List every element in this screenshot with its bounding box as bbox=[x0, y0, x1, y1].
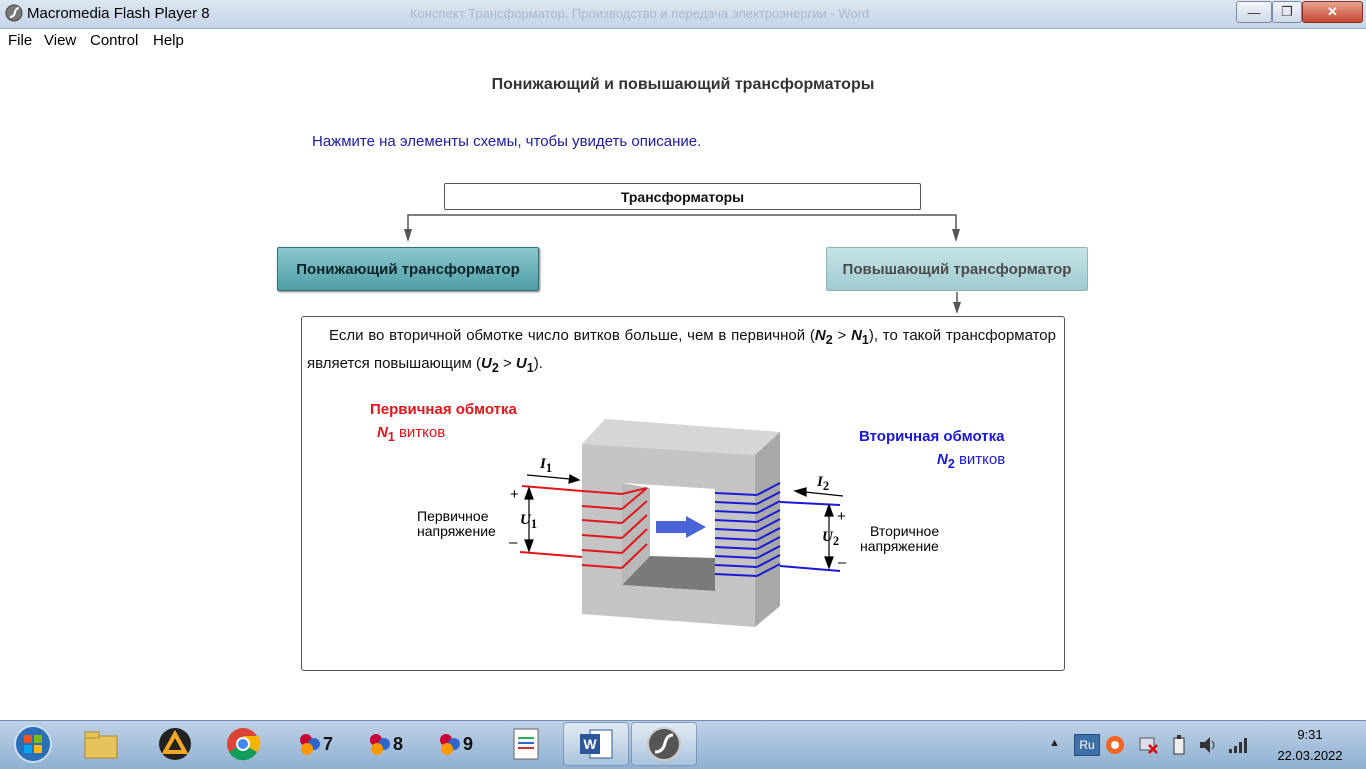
taskbar-app-8[interactable]: 8 bbox=[354, 722, 416, 766]
voltage-arrows bbox=[524, 486, 834, 570]
tree-connectors bbox=[404, 214, 961, 314]
instruction-text: Нажмите на элементы схемы, чтобы увидеть… bbox=[312, 133, 702, 150]
clock-date[interactable]: 22.03.2022 bbox=[1277, 748, 1343, 763]
language-indicator[interactable]: Ru bbox=[1074, 734, 1100, 756]
usb-device-icon[interactable] bbox=[1168, 734, 1190, 756]
title-bar bbox=[0, 0, 1366, 29]
taskbar-notepad[interactable] bbox=[495, 722, 557, 766]
taskbar-chrome[interactable] bbox=[212, 722, 274, 766]
app-8-badge: 8 bbox=[392, 733, 403, 754]
maximize-button[interactable]: ❐ bbox=[1272, 1, 1302, 23]
core-front-face bbox=[582, 444, 755, 627]
step-down-transformer-button[interactable]: Понижающий трансформатор bbox=[277, 247, 539, 291]
transformer-diagram bbox=[519, 419, 844, 627]
clock-time[interactable]: 9:31 bbox=[1297, 727, 1323, 742]
primary-minus-sign: – bbox=[509, 534, 518, 551]
aimp-icon bbox=[159, 728, 191, 760]
flux-arrow bbox=[656, 516, 706, 538]
network-error-icon[interactable] bbox=[1138, 734, 1160, 756]
taskbar-app-7[interactable]: 7 bbox=[284, 722, 346, 766]
menu-control[interactable]: Control bbox=[90, 32, 139, 49]
avast-icon[interactable] bbox=[1104, 734, 1126, 756]
chrome-icon bbox=[227, 728, 261, 761]
core-window-inner-left bbox=[622, 483, 650, 585]
core-side-face bbox=[755, 432, 780, 627]
minimize-button[interactable]: — bbox=[1236, 1, 1272, 23]
page-title: Понижающий и повышающий трансформаторы bbox=[491, 76, 875, 93]
menu-bar bbox=[0, 29, 1366, 51]
flash-player-icon bbox=[5, 4, 23, 22]
core-window-bottom bbox=[622, 556, 715, 591]
secondary-turns-label: N2 витков bbox=[937, 451, 1006, 471]
background-window-title: Конспект Трансформатор. Производство и п… bbox=[410, 6, 870, 21]
secondary-voltage-label[interactable]: Вторичное напряжение bbox=[860, 523, 940, 554]
flash-player-icon bbox=[647, 727, 681, 761]
menu-view[interactable]: View bbox=[44, 32, 77, 49]
molecule-icon bbox=[439, 734, 460, 755]
menu-file[interactable]: File bbox=[8, 32, 33, 49]
volume-icon[interactable] bbox=[1197, 734, 1219, 756]
transformers-box[interactable]: Трансформаторы bbox=[444, 183, 921, 210]
secondary-plus-sign: + bbox=[837, 508, 846, 525]
primary-winding bbox=[519, 485, 648, 569]
window-title: Macromedia Flash Player 8 bbox=[27, 5, 210, 22]
show-hidden-icons-icon[interactable]: ▲ bbox=[1049, 737, 1060, 749]
molecule-icon bbox=[369, 734, 390, 755]
primary-turns-label: N1 витков bbox=[377, 424, 446, 444]
core-top-face bbox=[582, 419, 780, 455]
folder-icon bbox=[84, 731, 118, 759]
step-up-transformer-button[interactable]: Повышающий трансформатор bbox=[826, 247, 1088, 291]
taskbar-explorer[interactable] bbox=[70, 722, 132, 766]
windows-start-orb-icon bbox=[14, 725, 52, 763]
secondary-minus-sign: – bbox=[838, 554, 847, 571]
app-9-badge: 9 bbox=[462, 733, 473, 754]
primary-voltage-label[interactable]: Первичное напряжение bbox=[417, 508, 496, 539]
app-7-badge: 7 bbox=[322, 733, 333, 754]
svg-text:W: W bbox=[583, 736, 597, 752]
current-i1-label: I1 bbox=[540, 456, 553, 475]
taskbar-app-9[interactable]: 9 bbox=[424, 722, 486, 766]
primary-plus-sign: + bbox=[510, 486, 519, 503]
signal-strength-icon[interactable] bbox=[1227, 734, 1249, 756]
voltage-u1-label: U1 bbox=[520, 512, 538, 531]
secondary-winding-title[interactable]: Вторичная обмотка bbox=[859, 428, 1005, 445]
start-button[interactable] bbox=[0, 722, 66, 766]
current-i2-label: I2 bbox=[817, 474, 830, 493]
taskbar-aimp[interactable] bbox=[144, 722, 206, 766]
secondary-winding bbox=[714, 482, 841, 577]
current-arrows bbox=[526, 474, 844, 497]
taskbar-flash-player[interactable] bbox=[631, 722, 697, 766]
word-icon: W bbox=[580, 729, 613, 759]
molecule-icon bbox=[299, 734, 320, 755]
taskbar-word[interactable]: W bbox=[563, 722, 629, 766]
primary-winding-title[interactable]: Первичная обмотка bbox=[370, 401, 517, 418]
close-button[interactable]: ✕ bbox=[1302, 1, 1363, 23]
description-text: Если во вторичной обмотке число витков б… bbox=[307, 327, 1056, 375]
voltage-u2-label: U2 bbox=[822, 529, 840, 548]
document-icon bbox=[513, 728, 539, 760]
menu-help[interactable]: Help bbox=[153, 32, 184, 49]
